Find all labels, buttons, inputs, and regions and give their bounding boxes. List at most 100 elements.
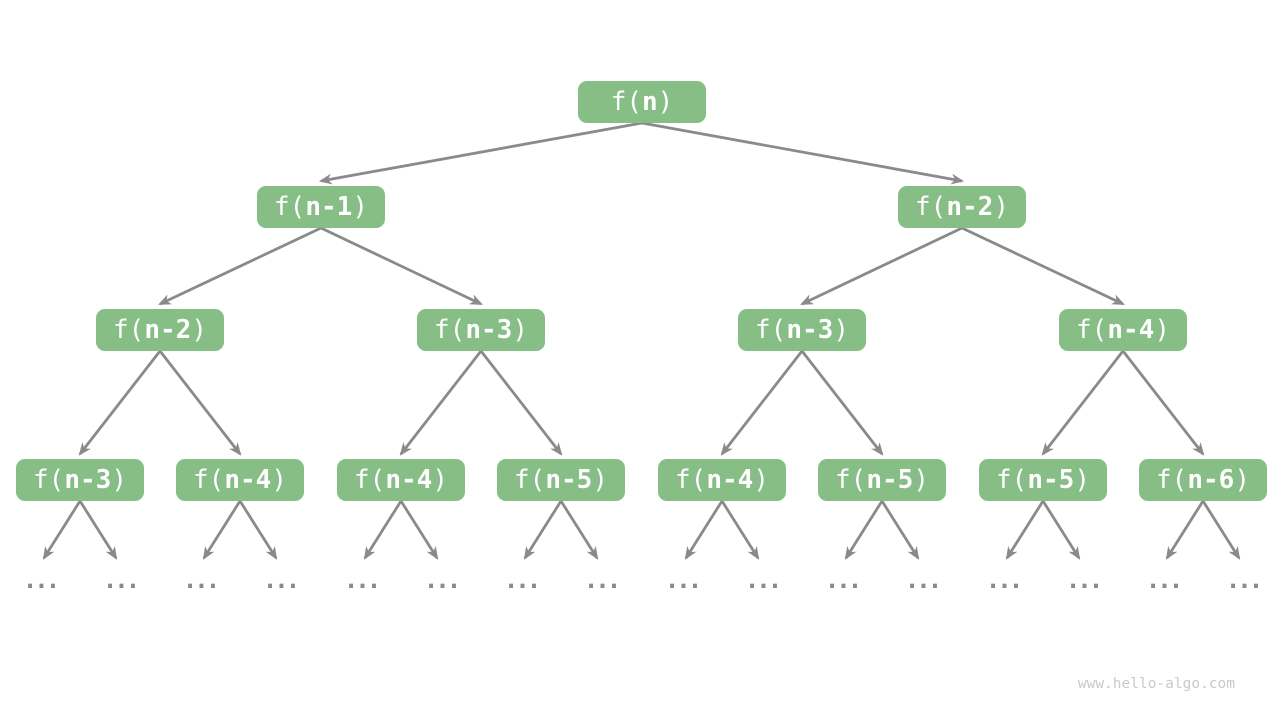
ellipsis: ... bbox=[423, 566, 461, 594]
node-label-suffix: ) bbox=[512, 315, 528, 345]
node-label-arg: n-3 bbox=[465, 315, 513, 345]
ellipsis: ... bbox=[1065, 566, 1103, 594]
node-label-arg: n-5 bbox=[866, 465, 914, 495]
node-label-arg: n-5 bbox=[545, 465, 593, 495]
tree-edge bbox=[238, 500, 278, 560]
node-f-n-3: f(n-3) bbox=[417, 309, 545, 351]
node-label-suffix: ) bbox=[1154, 315, 1170, 345]
node-label-prefix: f( bbox=[514, 465, 546, 495]
tree-edge bbox=[1041, 350, 1125, 456]
ellipsis: ... bbox=[583, 566, 621, 594]
ellipsis: ... bbox=[1145, 566, 1183, 594]
node-f-n-1: f(n-1) bbox=[257, 186, 385, 228]
tree-edge bbox=[202, 500, 242, 560]
node-f-n-4: f(n-4) bbox=[176, 459, 304, 501]
node-label-arg: n-5 bbox=[1027, 465, 1075, 495]
tree-edge bbox=[523, 500, 563, 560]
ellipsis: ... bbox=[503, 566, 541, 594]
node-label-prefix: f( bbox=[835, 465, 867, 495]
node-label-suffix: ) bbox=[271, 465, 287, 495]
node-label-prefix: f( bbox=[1076, 315, 1108, 345]
ellipsis: ... bbox=[182, 566, 220, 594]
tree-edge bbox=[641, 121, 965, 185]
tree-edge bbox=[880, 500, 920, 560]
tree-edge bbox=[1005, 500, 1045, 560]
node-label-arg: n-3 bbox=[786, 315, 834, 345]
node-label-arg: n-2 bbox=[144, 315, 192, 345]
ellipsis: ... bbox=[102, 566, 140, 594]
tree-edge bbox=[78, 350, 162, 456]
node-label-suffix: ) bbox=[753, 465, 769, 495]
node-f-n-5: f(n-5) bbox=[818, 459, 946, 501]
tree-edge bbox=[78, 500, 118, 560]
node-f-n-5: f(n-5) bbox=[497, 459, 625, 501]
node-f-n-2: f(n-2) bbox=[96, 309, 224, 351]
node-label-prefix: f( bbox=[33, 465, 65, 495]
node-f-n-3: f(n-3) bbox=[738, 309, 866, 351]
tree-edge bbox=[399, 350, 483, 456]
tree-edge bbox=[720, 350, 804, 456]
node-label-prefix: f( bbox=[1156, 465, 1188, 495]
tree-edge bbox=[844, 500, 884, 560]
ellipsis: ... bbox=[1225, 566, 1263, 594]
ellipsis: ... bbox=[343, 566, 381, 594]
node-label-suffix: ) bbox=[432, 465, 448, 495]
node-f-n-4: f(n-4) bbox=[337, 459, 465, 501]
tree-edge bbox=[158, 226, 322, 306]
tree-edge bbox=[479, 350, 563, 456]
node-label-suffix: ) bbox=[592, 465, 608, 495]
node-label-prefix: f( bbox=[675, 465, 707, 495]
tree-edge bbox=[684, 500, 724, 560]
node-label-arg: n-2 bbox=[946, 192, 994, 222]
tree-edge bbox=[800, 350, 884, 456]
node-label-suffix: ) bbox=[352, 192, 368, 222]
watermark: www.hello-algo.com bbox=[1077, 676, 1235, 692]
node-label-prefix: f( bbox=[755, 315, 787, 345]
node-f-n-4: f(n-4) bbox=[1059, 309, 1187, 351]
node-label-arg: n-6 bbox=[1187, 465, 1235, 495]
node-label-suffix: ) bbox=[913, 465, 929, 495]
node-label-arg: n bbox=[642, 87, 658, 117]
node-f-n-5: f(n-5) bbox=[979, 459, 1107, 501]
node-label-prefix: f( bbox=[434, 315, 466, 345]
tree-edge bbox=[720, 500, 760, 560]
tree-edge bbox=[363, 500, 403, 560]
node-label-prefix: f( bbox=[610, 87, 642, 117]
tree-edge bbox=[1165, 500, 1205, 560]
node-label-prefix: f( bbox=[193, 465, 225, 495]
ellipsis: ... bbox=[664, 566, 702, 594]
tree-edge bbox=[42, 500, 82, 560]
node-label-suffix: ) bbox=[191, 315, 207, 345]
node-f-n-6: f(n-6) bbox=[1139, 459, 1267, 501]
node-label-arg: n-4 bbox=[224, 465, 272, 495]
node-label-prefix: f( bbox=[113, 315, 145, 345]
ellipsis: ... bbox=[904, 566, 942, 594]
tree-edge bbox=[961, 226, 1125, 306]
node-label-suffix: ) bbox=[111, 465, 127, 495]
node-label-prefix: f( bbox=[354, 465, 386, 495]
node-f-n: f(n) bbox=[578, 81, 706, 123]
tree-edge bbox=[1201, 500, 1241, 560]
node-label-prefix: f( bbox=[274, 192, 306, 222]
node-label-arg: n-3 bbox=[64, 465, 112, 495]
node-label-suffix: ) bbox=[833, 315, 849, 345]
tree-edge bbox=[399, 500, 439, 560]
ellipsis: ... bbox=[985, 566, 1023, 594]
node-label-arg: n-4 bbox=[706, 465, 754, 495]
node-label-prefix: f( bbox=[915, 192, 947, 222]
tree-edge bbox=[559, 500, 599, 560]
node-label-arg: n-4 bbox=[385, 465, 433, 495]
node-label-arg: n-4 bbox=[1107, 315, 1155, 345]
ellipsis: ... bbox=[744, 566, 782, 594]
tree-edge bbox=[1121, 350, 1205, 456]
node-label-suffix: ) bbox=[657, 87, 674, 117]
tree-edge bbox=[800, 226, 963, 306]
node-label-suffix: ) bbox=[1074, 465, 1090, 495]
node-label-prefix: f( bbox=[996, 465, 1028, 495]
tree-edge bbox=[1041, 500, 1081, 560]
node-label-suffix: ) bbox=[1234, 465, 1250, 495]
node-label-suffix: ) bbox=[993, 192, 1009, 222]
ellipsis: ... bbox=[262, 566, 300, 594]
